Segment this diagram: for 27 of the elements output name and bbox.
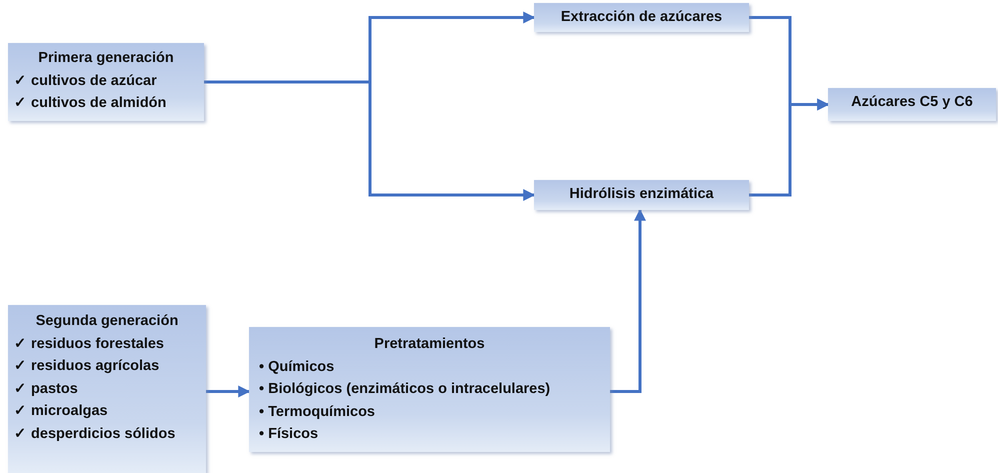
box-label: Azúcares C5 y C6 [850,93,974,112]
list-item: • Químicos [258,358,336,376]
arrow [204,80,536,201]
process-box [828,88,996,121]
list-item: • Termoquímicos [258,402,376,422]
box-heading: Primera generación [37,49,175,68]
list-item: ✓ microalgas [14,402,109,421]
box-label: Hidrólisis enzimática [568,185,715,204]
process-box [8,43,204,121]
box-heading: Pretratamientos [373,335,486,354]
list-item: ✓ pastos [14,380,79,398]
list-item: • Biológicos (enzimáticos o intracelulares) [258,380,552,399]
list-item: ✓ residuos forestales [14,334,165,354]
box-heading: Segunda generación [34,312,180,331]
list-item: ✓ desperdicios sólidos [14,424,176,444]
arrow [206,386,250,398]
arrow [749,98,830,196]
list-item: ✓ cultivos de almidón [14,94,168,113]
box-label: Extracción de azúcares [560,8,724,27]
list-item: • Físicos [258,425,320,444]
process-box [8,305,206,473]
arrow [610,208,646,393]
process-box [534,3,749,32]
list-item: ✓ residuos agrícolas [14,357,160,376]
process-box [534,180,749,210]
process-box [249,327,610,452]
list-item: ✓ cultivos de azúcar [14,72,158,90]
